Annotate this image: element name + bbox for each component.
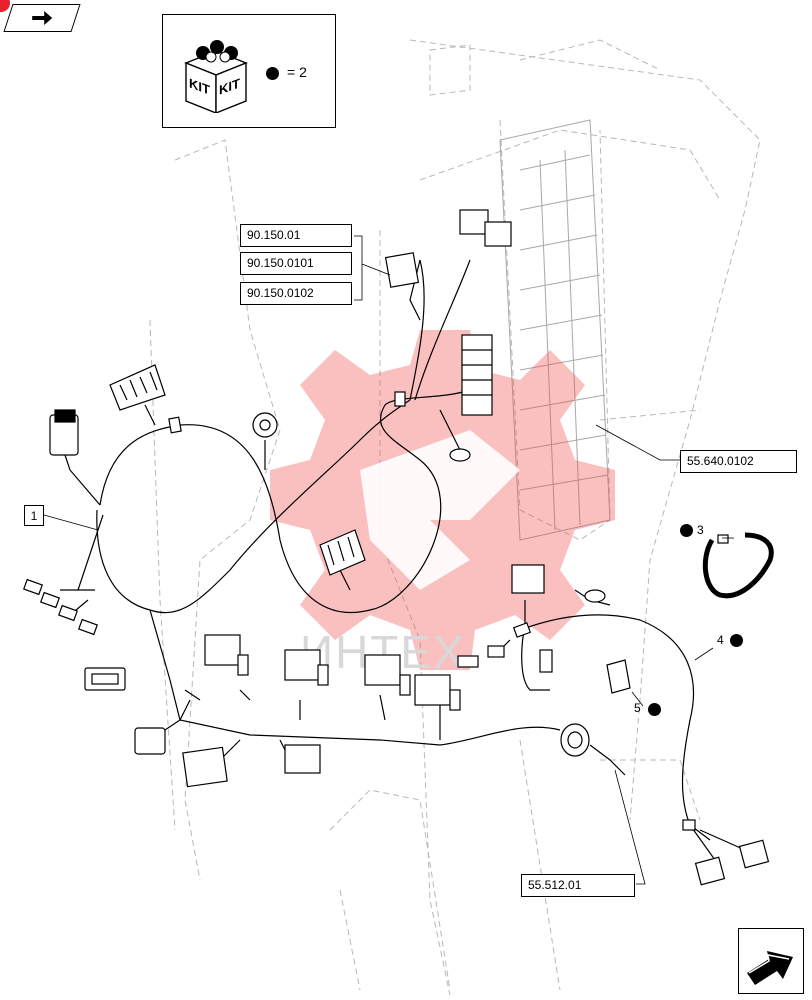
callout-4: 4	[717, 633, 724, 647]
callout-3: 3	[697, 523, 704, 537]
callout-5: 5	[634, 701, 641, 715]
ref-55-512-01[interactable]: 55.512.01	[521, 874, 635, 897]
connectors	[23, 209, 774, 886]
arrow-back-icon	[30, 10, 54, 31]
ref-90-150-01[interactable]: 90.150.01	[240, 224, 352, 247]
nav-next-button[interactable]	[738, 928, 804, 994]
ref-55-640-0102[interactable]: 55.640.0102	[680, 450, 797, 473]
nav-back-button[interactable]	[3, 4, 81, 32]
callout-1: 1	[24, 505, 44, 526]
corner-marker-icon	[0, 0, 10, 12]
kit-dot-icon	[266, 67, 279, 80]
cable-clamps	[168, 391, 696, 831]
fuse-panel	[499, 119, 611, 541]
machine-outline	[149, 39, 761, 996]
watermark-cutout	[360, 430, 520, 590]
arrow-next-icon	[747, 951, 793, 985]
kit-qty: = 2	[287, 64, 307, 80]
callout-5-dot	[648, 703, 661, 716]
callout-4-dot	[730, 634, 743, 647]
callout-3-dot	[680, 524, 693, 537]
ref-90-150-0101[interactable]: 90.150.0101	[240, 252, 352, 275]
leader-lines	[43, 235, 734, 885]
ref-90-150-0102[interactable]: 90.150.0102	[240, 282, 352, 305]
kit-icon	[184, 40, 248, 113]
kit-box: KIT KIT = 2	[162, 14, 336, 128]
